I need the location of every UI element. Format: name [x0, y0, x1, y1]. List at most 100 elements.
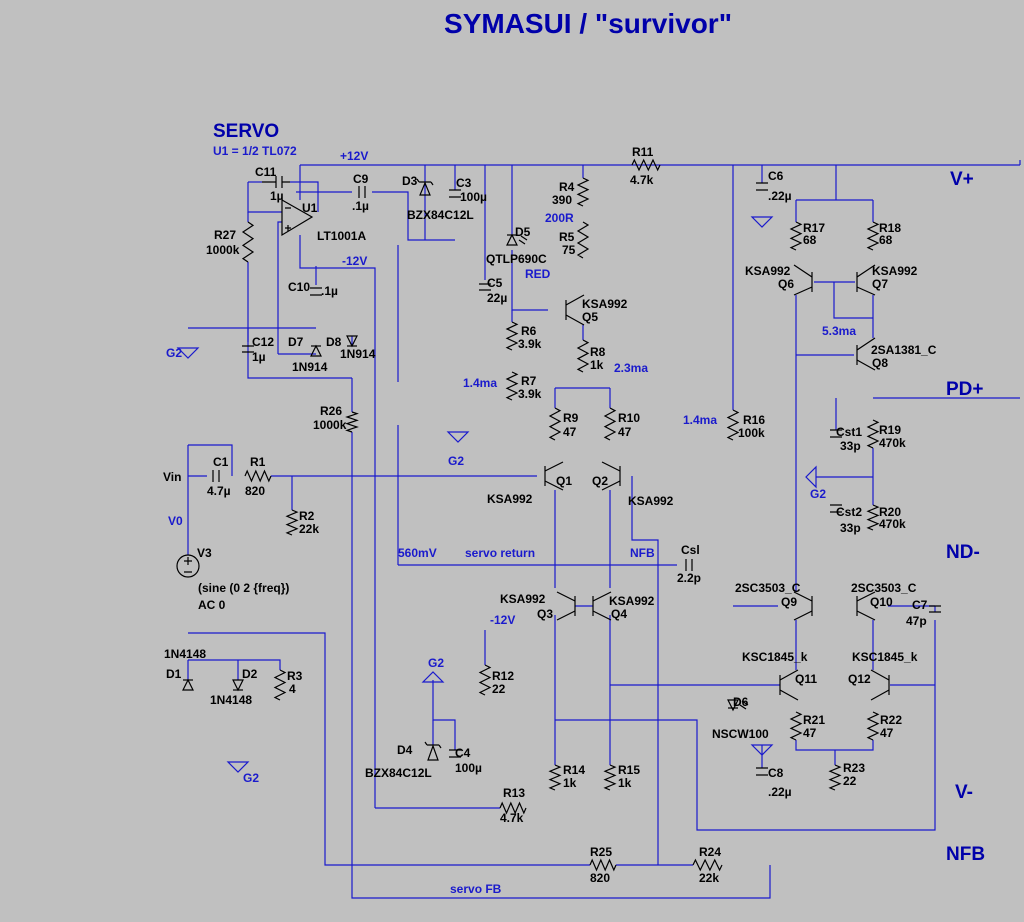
r4-val: 390 — [552, 193, 572, 207]
transistor-symbols — [544, 264, 890, 701]
ground-symbol — [446, 431, 470, 443]
ground-symbol — [750, 216, 774, 228]
c5-val: 22µ — [487, 291, 507, 305]
d3-zener-symbol — [416, 178, 434, 196]
q9-val: 2SC3503_C — [735, 581, 801, 595]
r3-val: 4 — [289, 682, 296, 696]
r23-val: 22 — [843, 774, 857, 788]
q12-ref: Q12 — [848, 672, 871, 686]
port-ndminus: ND- — [946, 542, 980, 563]
q7-ref: Q7 — [872, 277, 888, 291]
r8-ref: R8 — [590, 345, 606, 359]
r25-val: 820 — [590, 871, 610, 885]
r26-val: 1000k — [313, 418, 347, 432]
ground-symbol — [176, 347, 200, 359]
r16-resistor-symbol — [726, 409, 740, 441]
q6-ref: Q6 — [778, 277, 794, 291]
d6-led-symbol — [727, 699, 749, 712]
csl-ref: Csl — [681, 543, 700, 557]
r22-val: 47 — [880, 726, 894, 740]
annot-i-vas: 5.3ma — [822, 324, 856, 338]
c1-ref: C1 — [213, 455, 229, 469]
r13-ref: R13 — [503, 786, 525, 800]
r17-val: 68 — [803, 233, 817, 247]
q9-ref: Q9 — [781, 595, 797, 609]
r17-resistor-symbol — [789, 221, 803, 251]
r10-ref: R10 — [618, 411, 640, 425]
net-vin: Vin — [163, 470, 181, 484]
r11-resistor-symbol — [631, 158, 661, 172]
q2-ref: Q2 — [592, 474, 608, 488]
d5-ref: D5 — [515, 225, 531, 239]
q6-val: KSA992 — [745, 264, 791, 278]
cst1-symbol — [830, 429, 842, 438]
u1-ref: U1 — [302, 201, 318, 215]
c8-val: .22µ — [768, 785, 792, 799]
r23-resistor-symbol — [828, 764, 842, 791]
d8-symbol — [346, 335, 358, 348]
c5-ref: C5 — [487, 276, 503, 290]
q8-ref: Q8 — [872, 356, 888, 370]
q7-transistor-symbol — [856, 264, 876, 296]
q4-transistor-symbol — [592, 591, 612, 621]
d4-val: BZX84C12L — [365, 766, 432, 780]
ground-label: G2 — [243, 771, 259, 785]
c9-symbol — [358, 186, 366, 198]
r10-resistor-symbol — [603, 407, 617, 441]
v3-source-symbol — [176, 554, 200, 578]
rail-minus12-a: -12V — [342, 254, 367, 268]
ground-label: G2 — [428, 656, 444, 670]
r27-ref: R27 — [214, 228, 236, 242]
v3-val: (sine (0 2 {freq}) — [198, 581, 289, 595]
d1-symbol — [182, 678, 194, 691]
c4-val: 100µ — [455, 761, 482, 775]
c7-val: 47p — [906, 614, 927, 628]
r12-val: 22 — [492, 682, 506, 696]
q10-ref: Q10 — [870, 595, 893, 609]
q4-val: KSA992 — [609, 594, 655, 608]
r21-val: 47 — [803, 726, 817, 740]
r7-resistor-symbol — [505, 371, 519, 401]
ground-label: G2 — [448, 454, 464, 468]
v3-val2: AC 0 — [198, 598, 226, 612]
r18-val: 68 — [879, 233, 893, 247]
d3-val: BZX84C12L — [407, 208, 474, 222]
r3-resistor-symbol — [273, 669, 287, 701]
ground-symbol — [421, 671, 445, 683]
d2-ref: D2 — [242, 667, 258, 681]
r13-resistor-symbol — [499, 801, 527, 815]
r4-ref: R4 — [559, 180, 575, 194]
q7-val: KSA992 — [872, 264, 918, 278]
q2-val: KSA992 — [628, 494, 674, 508]
q11-transistor-symbol — [779, 669, 799, 701]
r2-resistor-symbol — [285, 509, 299, 536]
q3-transistor-symbol — [556, 591, 576, 621]
r27-resistor-symbol — [241, 221, 255, 263]
d5-led-symbol — [506, 233, 528, 246]
q10-transistor-symbol — [856, 591, 876, 621]
net-servo-fb: servo FB — [450, 882, 502, 896]
r24-resistor-symbol — [692, 858, 723, 872]
cst2-val: 33p — [840, 521, 861, 535]
port-nfb: NFB — [946, 844, 985, 865]
r24-ref: R24 — [699, 845, 721, 859]
r24-val: 22k — [699, 871, 719, 885]
r1-resistor-symbol — [244, 469, 272, 483]
q3-val: KSA992 — [500, 592, 546, 606]
annot-led-color: RED — [525, 267, 551, 281]
c1-val: 4.7µ — [207, 484, 231, 498]
d2-symbol — [232, 679, 244, 692]
c10-symbol — [310, 287, 322, 296]
d6-val: NSCW100 — [712, 727, 769, 741]
q6-transistor-symbol — [793, 264, 813, 296]
q12-transistor-symbol — [870, 669, 890, 701]
r9-resistor-symbol — [548, 407, 562, 441]
r21-ref: R21 — [803, 713, 825, 727]
d6-ref: D6 — [733, 695, 749, 709]
r15-resistor-symbol — [603, 764, 617, 791]
annot-i-q8: 2.3ma — [614, 361, 648, 375]
r2-val: 22k — [299, 522, 319, 536]
r1-ref: R1 — [250, 455, 266, 469]
r14-resistor-symbol — [548, 764, 562, 791]
r27-val: 1000k — [206, 243, 240, 257]
